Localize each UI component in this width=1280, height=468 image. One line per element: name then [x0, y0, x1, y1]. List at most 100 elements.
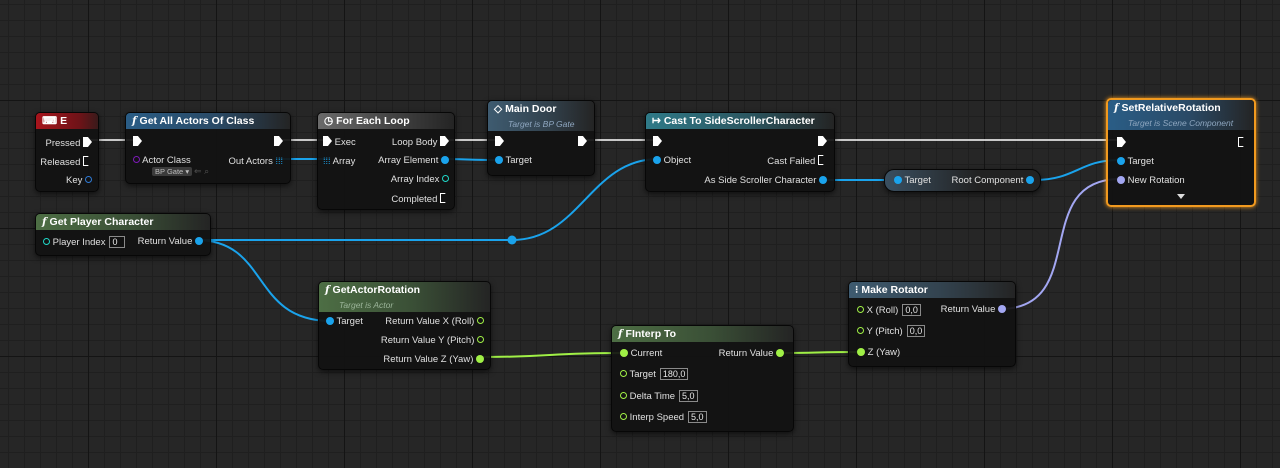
pin-exec-in[interactable] [653, 136, 662, 149]
delta-time-input[interactable]: 5,0 [679, 390, 698, 402]
node-make-rotator[interactable]: ⁝Make Rotator X (Roll)0,0 Y (Pitch)0,0 Z… [848, 281, 1016, 367]
rotator-pin-icon[interactable] [1117, 176, 1125, 184]
float-pin-icon[interactable] [477, 336, 484, 343]
object-pin-icon[interactable] [441, 156, 449, 164]
pin-released[interactable]: Released [40, 156, 92, 169]
pin-actor-class[interactable]: Actor Class [133, 155, 191, 167]
object-pin-icon[interactable] [894, 176, 902, 184]
pin-as-character[interactable]: As Side Scroller Character [704, 175, 827, 187]
exec-pin-icon[interactable] [818, 155, 827, 165]
float-pin-icon[interactable] [476, 355, 484, 363]
object-pin-icon[interactable] [495, 156, 503, 164]
node-header[interactable]: ⌨E [36, 113, 98, 129]
pin-current[interactable]: Current [620, 348, 662, 360]
exec-pin-icon[interactable] [274, 136, 283, 146]
pin-roll[interactable]: Return Value X (Roll) [385, 316, 484, 328]
target-input[interactable]: 180,0 [659, 368, 689, 380]
int-pin-icon[interactable] [442, 175, 449, 182]
pin-cast-failed[interactable]: Cast Failed [767, 155, 827, 168]
float-pin-icon[interactable] [857, 348, 865, 356]
node-header[interactable]: ◷For Each Loop [318, 113, 454, 129]
node-root-component[interactable]: Target Root Component [884, 169, 1041, 192]
pin-array-index[interactable]: Array Index [391, 174, 449, 186]
player-index-input[interactable]: 0 [109, 236, 126, 248]
use-selected-arrow-icon[interactable]: ⇐ [194, 166, 202, 176]
pin-key[interactable]: Key [66, 175, 92, 187]
pin-loop-body[interactable]: Loop Body [392, 136, 449, 149]
object-pin-icon[interactable] [1117, 157, 1125, 165]
object-pin-icon[interactable] [653, 156, 661, 164]
pin-array-element[interactable]: Array Element [378, 155, 449, 167]
x-roll-input[interactable]: 0,0 [902, 304, 921, 316]
pin-exec-in[interactable] [133, 136, 142, 149]
pin-pitch[interactable]: Return Value Y (Pitch) [381, 335, 484, 347]
exec-pin-icon[interactable] [440, 193, 449, 203]
pin-array[interactable]: ⁞⁞⁞ Array [323, 155, 355, 168]
pin-return-value[interactable]: Return Value [719, 348, 784, 360]
expand-arrow-icon[interactable] [1177, 194, 1185, 199]
class-pin-icon[interactable] [133, 156, 140, 163]
exec-pin-icon[interactable] [495, 136, 504, 146]
node-for-each-loop[interactable]: ◷For Each Loop Exec ⁞⁞⁞ Array Loop Body … [317, 112, 455, 210]
actor-class-dropdown[interactable]: BP Gate ▾ [152, 167, 193, 176]
node-header[interactable]: ◇Main Door Target is BP Gate [488, 101, 594, 131]
pin-exec[interactable]: Exec [323, 136, 356, 149]
pin-exec-out[interactable] [818, 136, 827, 149]
pin-y-pitch[interactable]: Y (Pitch)0,0 [857, 325, 926, 338]
exec-pin-icon[interactable] [83, 156, 92, 166]
pin-yaw[interactable]: Return Value Z (Yaw) [383, 354, 484, 366]
pin-object[interactable]: Object [653, 155, 691, 167]
exec-pin-icon[interactable] [323, 136, 332, 146]
node-header[interactable]: ↦Cast To SideScrollerCharacter [646, 113, 834, 129]
pin-new-rotation[interactable]: New Rotation [1117, 175, 1185, 187]
object-pin-icon[interactable] [819, 176, 827, 184]
float-pin-icon[interactable] [857, 306, 864, 313]
pin-root-component[interactable]: Root Component [952, 175, 1034, 187]
exec-pin-icon[interactable] [1238, 137, 1247, 147]
node-main-door[interactable]: ◇Main Door Target is BP Gate Target [487, 100, 595, 176]
interp-speed-input[interactable]: 5,0 [688, 411, 707, 423]
exec-pin-icon[interactable] [653, 136, 662, 146]
pin-exec-out[interactable] [578, 136, 587, 149]
exec-pin-icon[interactable] [83, 137, 92, 147]
float-pin-icon[interactable] [857, 327, 864, 334]
browse-icons[interactable]: ⇐ ⌕ [194, 165, 209, 177]
int-pin-icon[interactable] [43, 238, 50, 245]
pin-exec-in[interactable] [495, 136, 504, 149]
pin-return-value[interactable]: Return Value [138, 236, 203, 248]
float-pin-icon[interactable] [776, 349, 784, 357]
float-pin-icon[interactable] [620, 370, 627, 377]
node-cast-to-character[interactable]: ↦Cast To SideScrollerCharacter Object Ca… [645, 112, 835, 192]
object-pin-icon[interactable] [326, 317, 334, 325]
search-icon[interactable]: ⌕ [204, 166, 210, 176]
float-pin-icon[interactable] [620, 349, 628, 357]
pin-target[interactable]: Target [326, 316, 363, 328]
pin-target[interactable]: Target [1117, 156, 1154, 168]
struct-pin-icon[interactable] [85, 176, 92, 183]
pin-target[interactable]: Target [894, 175, 931, 187]
exec-pin-icon[interactable] [578, 136, 587, 146]
pin-return-value[interactable]: Return Value [941, 304, 1006, 316]
pin-x-roll[interactable]: X (Roll)0,0 [857, 304, 921, 317]
float-pin-icon[interactable] [620, 413, 627, 420]
pin-target[interactable]: Target [495, 155, 532, 167]
pin-exec-out[interactable] [1238, 137, 1247, 150]
exec-pin-icon[interactable] [818, 136, 827, 146]
float-pin-icon[interactable] [477, 317, 484, 324]
exec-pin-icon[interactable] [1117, 137, 1126, 147]
y-pitch-input[interactable]: 0,0 [906, 325, 926, 337]
object-pin-icon[interactable] [1026, 176, 1034, 184]
